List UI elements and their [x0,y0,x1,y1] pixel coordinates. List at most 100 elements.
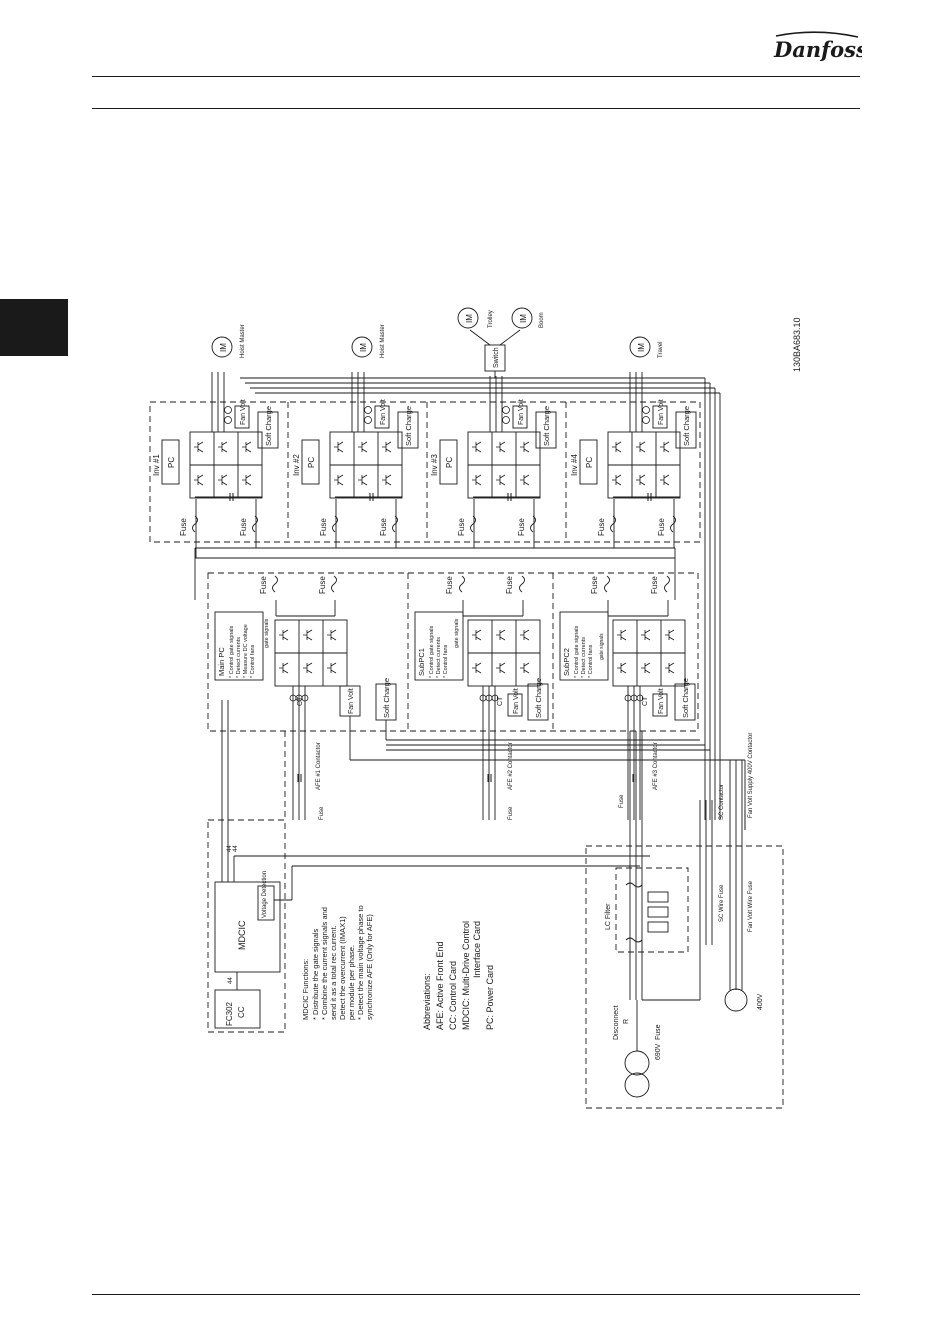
fan-volt-label: Fan Volt [658,399,665,425]
induction-motor [511,307,533,329]
induction-motor [351,336,373,358]
motor-symbol: IM [219,343,228,352]
svg-text:IM: IM [465,314,474,323]
svg-text:SubPC1: SubPC1 [417,648,426,676]
inverter-1: Inv #1 PC Fan Volt Soft Charge Fuse Fuse… [152,324,279,558]
svg-text:Fuse: Fuse [318,576,327,594]
top-bus [194,377,721,820]
afe-bus-wiring [284,716,746,830]
svg-text:Fan Volt: Fan Volt [513,688,520,714]
svg-text:* Control fans: * Control fans [588,644,594,678]
soft-charge-box [257,411,279,449]
svg-text:Trolley: Trolley [488,310,494,328]
svg-text:44: 44 [227,845,233,852]
supply-wiring [629,731,743,1001]
inverter-3: Inv #3 PC Fan Volt Soft Charge Fuse Fuse [430,376,557,548]
afe-module-2: SubPC1 * Control gate signals * Detect c… [414,575,549,820]
svg-text:Fuse: Fuse [508,806,514,820]
motor-label: Hoist Master [380,324,386,358]
induction-motor [629,336,651,358]
svg-text:gate signals: gate signals [599,633,605,660]
soft-charge-box [535,411,557,449]
svg-text:per module per phase.: per module per phase. [347,945,356,1020]
inverter-2: Inv #2 PC Fan Volt Soft Charge Fuse Fuse… [292,324,419,548]
fuse-label: Fuse [517,518,526,536]
fuse-label: Fuse [457,518,466,536]
svg-text:CT: CT [642,696,649,706]
inverter-name: Inv #3 [430,454,439,476]
svg-text:Soft Charge: Soft Charge [382,678,391,718]
pc-label: PC [445,457,454,468]
induction-motor [211,336,233,358]
svg-text:* Control gate signals: * Control gate signals [574,625,580,678]
afe-module-3: SubPC2 * Control gate signals * Detect c… [559,575,696,820]
inverter-area [149,401,701,543]
svg-text:690V: 690V [655,1043,662,1060]
svg-text:* Detect currents: * Detect currents [581,637,587,678]
svg-text:* Detect currents: * Detect currents [436,637,442,678]
main-pc-box [214,611,264,681]
pc-label: PC [307,457,316,468]
header-rule-bottom [92,108,860,109]
soft-charge-label: Soft Charge [264,406,273,446]
svg-text:Fuse: Fuse [619,794,625,808]
svg-text:Detect the overcurrent (IMAX1): Detect the overcurrent (IMAX1) [338,916,347,1020]
power-card [579,439,598,485]
svg-text:CC: Control Card: CC: Control Card [448,961,458,1030]
svg-text:Voltage Detection: Voltage Detection [262,871,268,918]
fuse-label: Fuse [657,518,666,536]
motor-label: Travel [658,342,664,358]
svg-text:* Detect currents: * Detect currents [236,637,242,678]
svg-text:Fuse: Fuse [319,806,325,820]
power-card [301,439,320,485]
fan-volt-box [652,405,668,429]
chapter-tab [0,299,68,356]
fan-volt-box [374,405,390,429]
fan-supply-source: 400V [724,988,764,1012]
svg-text:Switch: Switch [493,347,500,368]
soft-charge-box [397,411,419,449]
power-card [161,439,180,485]
fan-volt-label: Fan Volt [380,399,387,425]
fan-volt-box [512,405,528,429]
fan-wire-fuse-label: Fan Volt Wire Fuse [748,880,754,932]
danfoss-logo: Danfoss [773,31,862,62]
svg-text:synchronize AFE (Only for AFE): synchronize AFE (Only for AFE) [365,914,374,1020]
svg-text:Soft Charge: Soft Charge [534,678,543,718]
svg-text:Fuse: Fuse [650,576,659,594]
svg-text:send it as a total rec current: send it as a total rec current. [329,925,338,1020]
svg-text:CC: CC [237,1006,246,1018]
header-rule-top [92,76,860,77]
svg-text:Fuse: Fuse [590,576,599,594]
svg-text:AFE #3 Contactor: AFE #3 Contactor [653,742,659,790]
motor-symbol: IM [637,343,646,352]
afe-module-1: Main PC * Control gate signals * Detect … [214,575,397,820]
svg-text:* Distribute the gate signals: * Distribute the gate signals [311,928,320,1020]
afe-area [207,572,699,732]
svg-text:PC: Power Card: PC: Power Card [485,965,495,1030]
svg-text:Soft Charge: Soft Charge [681,678,690,718]
svg-text:* Combine the current signals: * Combine the current signals and [320,907,329,1020]
svg-text:Interface Card: Interface Card [472,921,482,978]
lc-filter-box [615,867,689,953]
inverter-4: Inv #4 PC Fan Volt Soft Charge Fuse Fuse… [570,336,697,548]
svg-text:MDCIC: MDCIC [237,920,247,950]
fuse-label: Fuse [179,518,188,536]
svg-text:gate signals: gate signals [454,618,460,648]
lc-filter-components [625,882,669,943]
svg-text:SubPC2: SubPC2 [562,648,571,676]
induction-motor [457,307,479,329]
fan-volt-label: Fan Volt [518,399,525,425]
svg-text:MDCIC: Multi-Drive Control: MDCIC: Multi-Drive Control [461,921,471,1030]
soft-charge-box [675,411,697,449]
mdcic-functions: MDCIC Functions: * Distribute the gate s… [301,905,374,1020]
inverter-name: Inv #2 [292,454,301,476]
svg-text:AFE #2 Contactor: AFE #2 Contactor [508,742,514,790]
svg-text:AFE: Active Front End: AFE: Active Front End [435,941,445,1030]
motor-label: Hoist Master [240,324,246,358]
sc-contactor-label: SC Contactor [719,784,725,820]
soft-charge-label: Soft Charge [682,406,691,446]
fuse-label: Fuse [597,518,606,536]
power-card [439,439,458,485]
